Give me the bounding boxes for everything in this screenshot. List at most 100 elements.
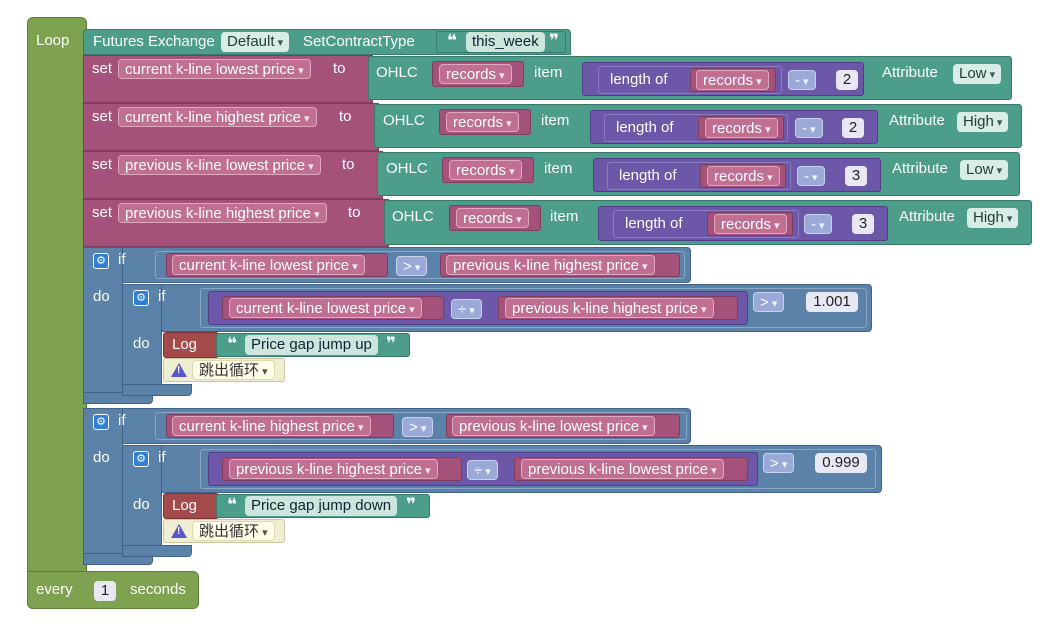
- to-label: to: [348, 204, 361, 221]
- ohlc-label: OHLC: [376, 64, 418, 81]
- inner-if-footer[interactable]: [122, 384, 192, 396]
- log-block[interactable]: [163, 493, 219, 519]
- inner-if-footer[interactable]: [122, 545, 192, 557]
- exchange-title: Futures Exchange: [93, 33, 215, 50]
- do-label: do: [133, 335, 150, 352]
- operator-dropdown[interactable]: >: [753, 292, 785, 312]
- length-of-label: length of: [610, 71, 668, 88]
- do-label: do: [93, 288, 110, 305]
- quote-close-icon: ❞: [406, 495, 416, 514]
- attribute-dropdown[interactable]: Low: [960, 160, 1009, 180]
- break-loop-dropdown[interactable]: 跳出循环: [192, 360, 275, 380]
- variable-dropdown[interactable]: previous k-line highest price: [118, 203, 327, 223]
- log-label: Log: [172, 336, 198, 353]
- length-of-label: length of: [616, 119, 674, 136]
- attribute-label: Attribute: [892, 160, 948, 177]
- log-block[interactable]: [163, 332, 219, 358]
- records-dropdown[interactable]: records: [707, 166, 780, 186]
- divide-dropdown[interactable]: ÷: [467, 460, 498, 480]
- number-input[interactable]: 2: [836, 70, 858, 90]
- records-dropdown[interactable]: records: [449, 160, 522, 180]
- ohlc-label: OHLC: [392, 208, 434, 225]
- attribute-dropdown[interactable]: High: [967, 208, 1019, 228]
- quote-open-icon: ❝: [447, 31, 457, 50]
- variable-dropdown[interactable]: current k-line highest price: [118, 107, 317, 127]
- records-dropdown[interactable]: records: [439, 64, 512, 84]
- variable-dropdown[interactable]: current k-line highest price: [172, 416, 371, 436]
- quote-open-icon: ❝: [227, 334, 237, 353]
- gear-icon[interactable]: ⚙: [133, 451, 149, 467]
- number-input[interactable]: 3: [852, 214, 874, 234]
- warning-icon: !: [171, 363, 187, 377]
- message-input[interactable]: Price gap jump down: [245, 496, 398, 516]
- gear-icon[interactable]: ⚙: [133, 290, 149, 306]
- variable-dropdown[interactable]: previous k-line lowest price: [521, 459, 724, 479]
- message-input[interactable]: Price gap jump up: [245, 335, 378, 355]
- quote-close-icon: ❞: [549, 31, 559, 50]
- records-dropdown[interactable]: records: [446, 112, 519, 132]
- do-label: do: [133, 496, 150, 513]
- variable-dropdown[interactable]: previous k-line highest price: [446, 255, 655, 275]
- item-label: item: [541, 112, 570, 129]
- loop-block[interactable]: [27, 17, 87, 609]
- loop-label: Loop: [36, 32, 70, 49]
- item-label: item: [534, 64, 563, 81]
- operator-dropdown[interactable]: -: [788, 70, 816, 90]
- set-label: set: [92, 108, 113, 125]
- number-input[interactable]: 0.999: [815, 453, 867, 473]
- set-label: set: [92, 204, 113, 221]
- gear-icon[interactable]: ⚙: [93, 253, 109, 269]
- do-label: do: [93, 449, 110, 466]
- variable-dropdown[interactable]: current k-line lowest price: [118, 59, 311, 79]
- variable-dropdown[interactable]: previous k-line lowest price: [118, 155, 321, 175]
- break-loop-dropdown[interactable]: 跳出循环: [192, 521, 275, 541]
- to-label: to: [342, 156, 355, 173]
- number-input[interactable]: 2: [842, 118, 864, 138]
- if-block-body[interactable]: [83, 408, 123, 565]
- records-dropdown[interactable]: records: [714, 214, 787, 234]
- to-label: to: [333, 60, 346, 77]
- divide-dropdown[interactable]: ÷: [451, 299, 482, 319]
- records-dropdown[interactable]: records: [705, 118, 778, 138]
- variable-dropdown[interactable]: previous k-line highest price: [505, 298, 714, 318]
- number-input[interactable]: 1.001: [806, 292, 858, 312]
- ohlc-label: OHLC: [383, 112, 425, 129]
- length-of-label: length of: [619, 167, 677, 184]
- exchange-dropdown[interactable]: Default: [221, 32, 290, 52]
- variable-dropdown[interactable]: current k-line lowest price: [172, 255, 365, 275]
- log-label: Log: [172, 497, 198, 514]
- variable-dropdown[interactable]: previous k-line highest price: [229, 459, 438, 479]
- gear-icon[interactable]: ⚙: [93, 414, 109, 430]
- inner-if-body[interactable]: [122, 284, 162, 396]
- every-label: every: [36, 581, 73, 598]
- operator-dropdown[interactable]: -: [797, 166, 825, 186]
- number-input[interactable]: 3: [845, 166, 867, 186]
- set-label: set: [92, 156, 113, 173]
- records-dropdown[interactable]: records: [456, 208, 529, 228]
- interval-input[interactable]: 1: [94, 581, 116, 601]
- attribute-dropdown[interactable]: Low: [953, 64, 1002, 84]
- seconds-label: seconds: [130, 581, 186, 598]
- ohlc-label: OHLC: [386, 160, 428, 177]
- if-label: if: [158, 449, 166, 466]
- operator-dropdown[interactable]: >: [396, 256, 428, 276]
- if-label: if: [118, 412, 126, 429]
- records-dropdown[interactable]: records: [696, 70, 769, 90]
- set-label: set: [92, 60, 113, 77]
- if-block-body[interactable]: [83, 247, 123, 404]
- attribute-dropdown[interactable]: High: [957, 112, 1009, 132]
- operator-dropdown[interactable]: -: [795, 118, 823, 138]
- if-label: if: [158, 288, 166, 305]
- quote-close-icon: ❞: [386, 334, 396, 353]
- variable-dropdown[interactable]: current k-line lowest price: [229, 298, 422, 318]
- variable-dropdown[interactable]: previous k-line lowest price: [452, 416, 655, 436]
- operator-dropdown[interactable]: >: [402, 417, 434, 437]
- to-label: to: [339, 108, 352, 125]
- attribute-label: Attribute: [889, 112, 945, 129]
- method-label: SetContractType: [303, 33, 415, 50]
- if-label: if: [118, 251, 126, 268]
- contract-input[interactable]: this_week: [466, 32, 545, 52]
- operator-dropdown[interactable]: -: [804, 214, 832, 234]
- item-label: item: [550, 208, 579, 225]
- operator-dropdown[interactable]: >: [763, 453, 795, 473]
